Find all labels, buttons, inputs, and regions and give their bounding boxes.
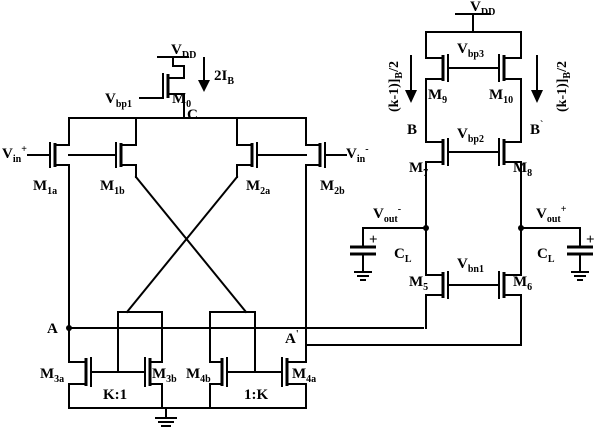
label-vbn1: Vbn1 <box>457 256 484 275</box>
vdd-supply-right: VDD <box>425 0 522 33</box>
transistor-m1a <box>27 117 70 329</box>
ground-symbol-left <box>155 407 177 427</box>
label-vout-plus: Vout+ <box>536 204 567 225</box>
transistor-m7 <box>425 138 449 276</box>
label-vbp1: Vbp1 <box>105 91 132 110</box>
label-m10: M10 <box>489 87 513 106</box>
label-m6: M6 <box>513 274 532 293</box>
label-m2a: M2a <box>246 178 270 197</box>
transistor-m2a <box>125 117 307 314</box>
transistor-m4a <box>261 344 307 409</box>
label-node-a: A <box>47 321 58 337</box>
label-vbp3: Vbp3 <box>457 41 484 60</box>
label-m4b: M4b <box>186 366 211 385</box>
transistor-m5 <box>425 271 449 329</box>
current-arrow-right <box>531 55 543 103</box>
label-m4a: M4a <box>292 366 316 385</box>
vdd-supply-left: VDD <box>157 42 196 67</box>
label-m5: M5 <box>409 274 428 293</box>
label-m2b: M2b <box>320 178 345 197</box>
transistor-m1b <box>68 117 248 314</box>
label-m1a: M1a <box>33 178 57 197</box>
label-current-left: (k-1)]B/2 <box>387 61 405 112</box>
label-m8: M8 <box>513 160 532 179</box>
label-m7: M7 <box>409 160 428 179</box>
label-vout-minus: Vout- <box>373 204 401 225</box>
transistor-m3a <box>68 327 111 409</box>
label-cap-plus-right: + <box>586 232 595 248</box>
label-cl-right: CL <box>537 246 555 265</box>
label-2ib: 2IB <box>214 68 234 87</box>
current-arrow-left <box>405 55 417 103</box>
label-node-c: C <box>187 107 198 123</box>
transistor-m3b <box>109 311 163 409</box>
label-m3a: M3a <box>40 366 64 385</box>
label-m3b: M3b <box>152 366 177 385</box>
label-current-right: (k-1)]B/2 <box>555 61 573 112</box>
label-vin-plus: Vin+ <box>2 144 27 165</box>
capacitor-cl-left <box>350 227 376 281</box>
label-cap-plus-left: + <box>369 232 378 248</box>
label-node-a-prime: A' <box>285 329 299 347</box>
current-arrow-tail <box>198 57 210 92</box>
transistor-m2b <box>305 117 347 346</box>
svg-text:VDD: VDD <box>470 0 495 18</box>
label-m0: M0 <box>172 91 191 110</box>
label-vbp2: Vbp2 <box>457 126 484 145</box>
capacitor-cl-right <box>567 227 593 281</box>
label-ratio-right: 1:K <box>244 387 268 403</box>
transistor-m0 <box>139 65 185 119</box>
label-node-b: B <box>407 122 417 138</box>
label-vin-minus: Vin- <box>346 144 369 165</box>
label-ratio-left: K:1 <box>103 387 127 403</box>
label-node-b-prime: B` <box>530 120 543 138</box>
label-cl-left: CL <box>394 246 412 265</box>
label-m9: M9 <box>428 87 447 106</box>
svg-text:VDD: VDD <box>171 42 196 61</box>
transistor-m4b <box>209 311 263 409</box>
label-m1b: M1b <box>100 178 125 197</box>
